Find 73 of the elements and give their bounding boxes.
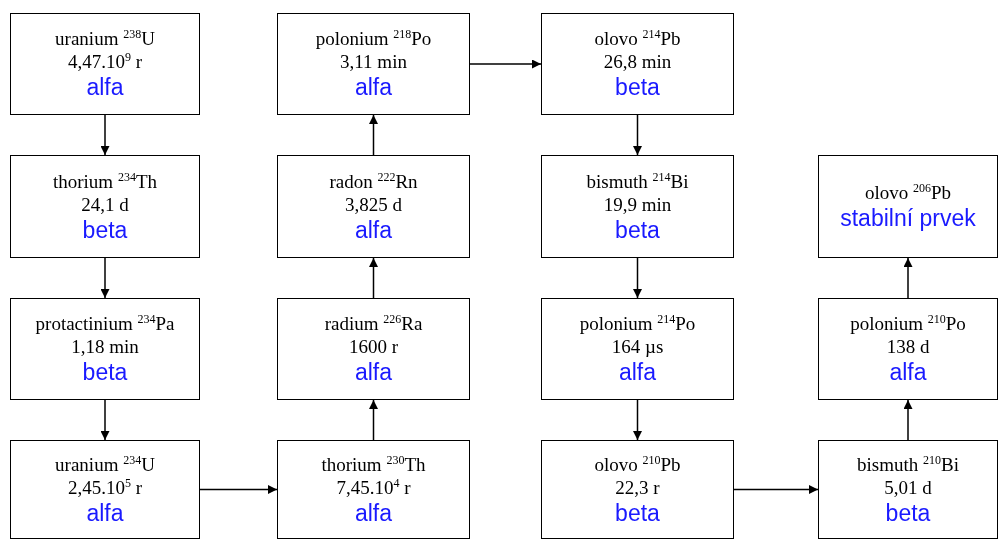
- decay-mode: beta: [615, 215, 660, 244]
- nuclide-box: [10, 298, 200, 400]
- nuclide-name: olovo $^{214}$Pb: [594, 27, 681, 50]
- nuclide-box: [818, 440, 998, 539]
- nuclide-name: protactinium $^{234}$Pa: [35, 312, 175, 335]
- half-life: 2,45.10$^{5}$ r: [67, 475, 143, 499]
- nuclide-box: [277, 13, 470, 115]
- decay-mode: alfa: [889, 358, 927, 386]
- decay-mode: beta: [615, 498, 660, 527]
- decay-mode: alfa: [354, 358, 393, 386]
- decay-mode: beta: [885, 498, 931, 527]
- nuclide-box: [10, 155, 200, 258]
- half-life: 5,01 d: [884, 475, 932, 499]
- half-life: 164 µs: [611, 335, 664, 358]
- decay-mode: alfa: [354, 498, 393, 527]
- half-life: 19,9 min: [603, 192, 672, 216]
- half-life: 1600 r: [348, 335, 399, 358]
- half-life: 24,1 d: [81, 192, 129, 216]
- nuclide-box: [10, 13, 200, 115]
- arrow: [903, 399, 913, 441]
- nuclide-box: [541, 298, 734, 400]
- nuclide-name: thorium $^{230}$Th: [321, 452, 426, 476]
- decay-mode: alfa: [354, 215, 393, 244]
- arrow: [903, 257, 913, 299]
- nuclide-name: polonium $^{210}$Po: [850, 312, 966, 335]
- nuclide-name: thorium $^{234}$Th: [53, 169, 157, 193]
- half-life: 26,8 min: [603, 50, 672, 73]
- decay-mode: alfa: [618, 358, 657, 386]
- nuclide-name: bismuth $^{210}$Bi: [857, 452, 959, 476]
- nuclide-box: [277, 298, 470, 400]
- nuclide-name: uranium $^{238}$U: [55, 27, 155, 50]
- arrow: [733, 485, 819, 494]
- nuclide-name: radon $^{222}$Rn: [329, 169, 418, 193]
- arrow: [199, 485, 278, 494]
- half-life: 3,11 min: [340, 50, 407, 73]
- arrow: [469, 59, 542, 69]
- arrow: [369, 257, 378, 299]
- half-life: 3,825 d: [345, 192, 402, 216]
- arrow: [100, 399, 110, 441]
- arrow: [633, 399, 642, 441]
- arrow: [633, 257, 642, 299]
- decay-mode: beta: [615, 73, 660, 101]
- decay-mode: beta: [82, 358, 128, 386]
- nuclide-name: olovo $^{206}$Pb: [864, 181, 952, 204]
- nuclide-name: polonium $^{218}$Po: [315, 27, 432, 50]
- half-life: 138 d: [886, 335, 930, 358]
- nuclide-name: olovo $^{210}$Pb: [594, 452, 681, 476]
- decay-mode: alfa: [86, 498, 124, 527]
- half-life: 22,3 r: [615, 475, 660, 499]
- arrow: [369, 114, 378, 156]
- arrow: [369, 399, 378, 441]
- half-life: 1,18 min: [71, 335, 139, 358]
- nuclide-name: polonium $^{214}$Po: [579, 312, 696, 335]
- nuclide-box: [541, 440, 734, 539]
- nuclide-box: [277, 155, 470, 258]
- nuclide-box: [541, 155, 734, 258]
- nuclide-name: radium $^{226}$Ra: [324, 312, 423, 335]
- nuclide-box: [541, 13, 734, 115]
- nuclide-box: [10, 440, 200, 539]
- arrow: [100, 114, 110, 156]
- nuclide-box: [818, 298, 998, 400]
- nuclide-name: uranium $^{234}$U: [55, 452, 155, 476]
- nuclide-name: bismuth $^{214}$Bi: [586, 169, 689, 193]
- decay-mode: beta: [82, 215, 128, 244]
- decay-mode: stabilní prvek: [840, 204, 976, 232]
- half-life: 7,45.10$^{4}$ r: [336, 475, 411, 499]
- nuclide-box: [277, 440, 470, 539]
- nuclide-box: [818, 155, 998, 258]
- arrow: [100, 257, 110, 299]
- decay-mode: alfa: [86, 73, 124, 101]
- decay-mode: alfa: [354, 73, 393, 101]
- arrow: [633, 114, 642, 156]
- half-life: 4,47.10$^{9}$ r: [67, 50, 143, 73]
